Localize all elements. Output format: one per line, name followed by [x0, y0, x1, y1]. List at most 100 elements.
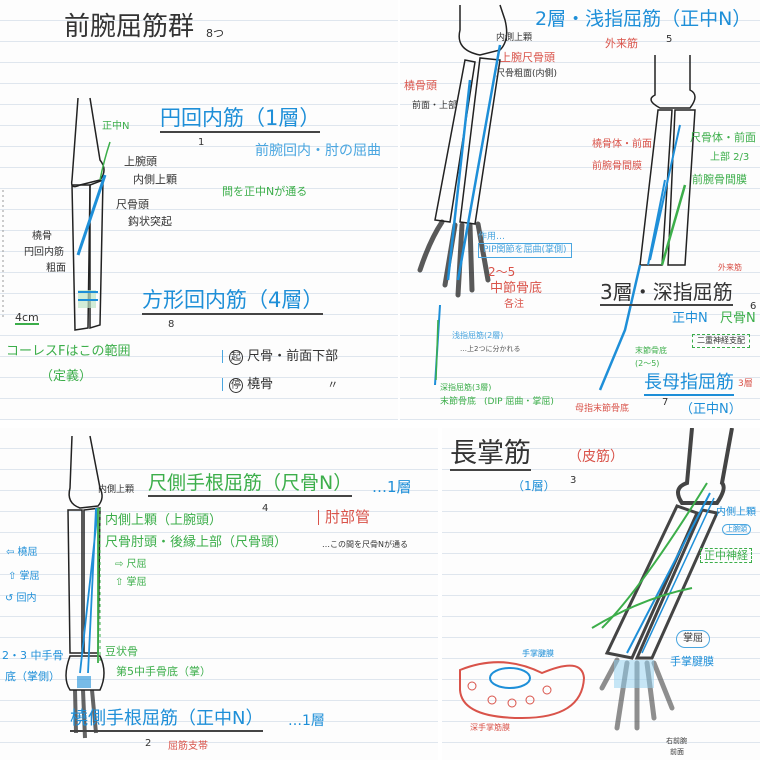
fcu-insertion: 第5中手骨底（掌） — [116, 665, 211, 678]
panel-pronators: 前腕屈筋群 8つ 円回内筋（1層） 1 前腕回内・肘の屈曲 正中N 上腕頭 内側… — [0, 0, 398, 420]
fdp-nerve-ulnar: 尺骨N — [720, 311, 756, 326]
digits-label: 2〜5 — [488, 265, 516, 279]
forearm-sketch-palmaris — [459, 428, 734, 731]
origin-label: 上腕頭 — [124, 155, 157, 168]
fcr-action: ⇧ 掌屈 — [8, 571, 40, 582]
fcu-title: 尺側手根屈筋（尺骨N） — [148, 474, 353, 497]
fdp-origin-green: 尺骨体・前面 — [690, 131, 756, 144]
origin-mark: 起 — [229, 350, 243, 365]
fdp-origin-red: 橈骨体・前面 — [592, 139, 652, 150]
fcu-layer: …1層 — [372, 478, 412, 496]
fpl-number: 7 — [662, 397, 669, 408]
insertion-label: 円回内筋 — [24, 247, 64, 258]
fcu-origin: 内側上顆（上腕頭） — [105, 513, 223, 528]
fcu-action: ⇧ 掌屈 — [115, 577, 147, 588]
panel-carpal-flexors: 尺側手根屈筋（尺骨N） …1層 4 内側上顆 内側上顆（上腕頭） 尺骨肘頭・後縁… — [0, 428, 438, 760]
fcr-insertion: 底（掌側） — [5, 670, 60, 683]
fds-note: 各注 — [504, 299, 524, 310]
finger-note: 末節骨底 — [440, 397, 477, 407]
fdp-insertion-digits: (2〜5) — [635, 359, 660, 368]
fcr-action: ⇦ 橈屈 — [6, 547, 38, 558]
dual-innervation: 二重神経支配 — [692, 334, 750, 348]
median-nerve-label: 正中神経 — [700, 548, 752, 563]
action-box: PIP関節を屈曲(掌側) — [478, 243, 572, 258]
fdp-origin-green: 前腕骨間膜 — [692, 173, 747, 186]
fcr-layer: …1層 — [288, 713, 325, 729]
fpl-nerve: （正中N） — [680, 402, 742, 417]
median-nerve-label: 正中N — [102, 121, 130, 132]
fpl-title: 長母指屈筋 — [644, 374, 734, 396]
palmar-aponeurosis-label: 手掌腱膜 — [670, 655, 714, 668]
fcu-insertion: 豆状骨 — [105, 645, 138, 658]
section-aponeurosis-label: 手掌腱膜 — [522, 649, 554, 658]
fds-number: 5 — [666, 34, 673, 45]
panel-finger-flexors: 2層・浅指屈筋（正中N） 5 外来筋 内側上顆 上腕尺骨頭 尺骨粗面(内側) 橈… — [400, 0, 760, 420]
fdp-origin-red: 前腕骨間膜 — [592, 161, 642, 172]
label-ulnar-tuberosity: 尺骨粗面(内側) — [496, 69, 558, 79]
measure-label: 4cm — [15, 311, 39, 325]
finger-note: 深指屈筋(3層) — [440, 383, 492, 392]
fdp-title: 3層・深指屈筋 — [600, 280, 733, 306]
fdp-origin-green: 上部 2/3 — [710, 152, 750, 163]
origin-label: 内側上顆 — [133, 173, 177, 186]
label-anterior-upper: 前面・上部 — [412, 101, 458, 111]
fdp-nerve-median: 正中N — [672, 311, 708, 326]
pronator-teres-number: 1 — [198, 137, 205, 148]
cubital-tunnel: 肘部管 — [318, 510, 370, 525]
fds-type: 外来筋 — [605, 37, 638, 50]
origin-label: 尺骨頭 — [116, 198, 149, 211]
pq-origin: 起 尺骨・前面下部 — [222, 349, 339, 365]
origin-label: 鈎状突起 — [128, 215, 172, 228]
fpl-layer: 3層 — [738, 379, 753, 389]
label-medial-epicondyle: 内側上顆 — [496, 33, 533, 43]
fds-insertion: 中節骨底 — [490, 281, 543, 296]
pq-insertion: 停 橈骨 〃 — [222, 377, 339, 393]
pronator-teres-title: 円回内筋（1層） — [160, 108, 321, 133]
insertion-mark: 停 — [229, 378, 243, 393]
finger-note: …上2つに分かれる — [460, 345, 521, 353]
palmaris-title-note: （皮筋） — [568, 449, 624, 465]
fcu-number: 4 — [262, 503, 269, 514]
fcr-title: 橈側手根屈筋（正中N） — [70, 710, 264, 732]
palmar-flexion-label: 掌屈 — [676, 630, 710, 648]
pq-origin-text: 尺骨・前面下部 — [247, 349, 339, 364]
flexor-retinaculum: 屈筋支帯 — [168, 741, 208, 752]
medial-epicondyle-label: 内側上顆 — [98, 485, 135, 495]
finger-note: (DIP 屈曲・掌屈) — [484, 397, 554, 407]
view-label: 右前腕 — [666, 737, 687, 745]
pronator-quadratus-title: 方形回内筋（4層） — [142, 290, 324, 315]
humeral-head-label: 上腕頭 — [722, 524, 751, 535]
palmaris-layer: （1層） — [512, 479, 556, 493]
pronator-teres-action: 前腕回内・肘の屈曲 — [255, 143, 381, 159]
label-humeroulnar-head: 上腕尺骨頭 — [500, 51, 555, 64]
action-label: 作用… — [478, 232, 506, 242]
between-note: 間を正中Nが通る — [222, 185, 308, 198]
fcr-insertion: 2・3 中手骨 — [2, 649, 64, 662]
pq-insertion-text: 橈骨 — [247, 377, 274, 392]
fdp-insertion: 末節骨底 — [635, 346, 667, 355]
tunnel-note: …この間を尺骨Nが通る — [322, 540, 408, 549]
page-title: 前腕屈筋群 — [64, 12, 195, 42]
forearm-sketch-finger-flexors — [417, 4, 696, 391]
panel-palmaris-longus: 長掌筋 （皮筋） 3 （1層） 内側上顆 上腕頭 正中神経 掌屈 手掌腱膜 手掌… — [442, 428, 760, 760]
fcu-origin: 尺骨肘頭・後縁上部（尺骨頭） — [105, 535, 288, 550]
insertion-label: 橈骨 — [32, 231, 52, 242]
forearm-sketch-pronators — [2, 97, 111, 331]
colles-note: コーレスFはこの範囲 — [6, 344, 131, 359]
fds-title: 2層・浅指屈筋（正中N） — [535, 8, 752, 30]
fcr-action: ↺ 回内 — [5, 593, 37, 604]
colles-sub: （定義） — [40, 369, 93, 384]
palmaris-title: 長掌筋 — [450, 438, 531, 471]
finger-note: 浅指屈筋(2層) — [452, 331, 504, 340]
forearm-sketch-carpal-flexors — [65, 435, 105, 739]
label-radial-head: 橈骨頭 — [404, 79, 437, 92]
fpl-insertion: 母指末節骨底 — [575, 404, 630, 414]
fdp-type: 外来筋 — [718, 263, 742, 272]
deep-fascia-label: 深手掌筋膜 — [470, 723, 510, 732]
insertion-label: 粗面 — [46, 263, 66, 274]
palmaris-number: 3 — [570, 475, 577, 486]
ditto-mark: 〃 — [327, 378, 339, 391]
pronator-quadratus-number: 8 — [168, 319, 175, 330]
medial-epicondyle-label: 内側上顆 — [716, 507, 756, 518]
fdp-number: 6 — [750, 301, 757, 312]
